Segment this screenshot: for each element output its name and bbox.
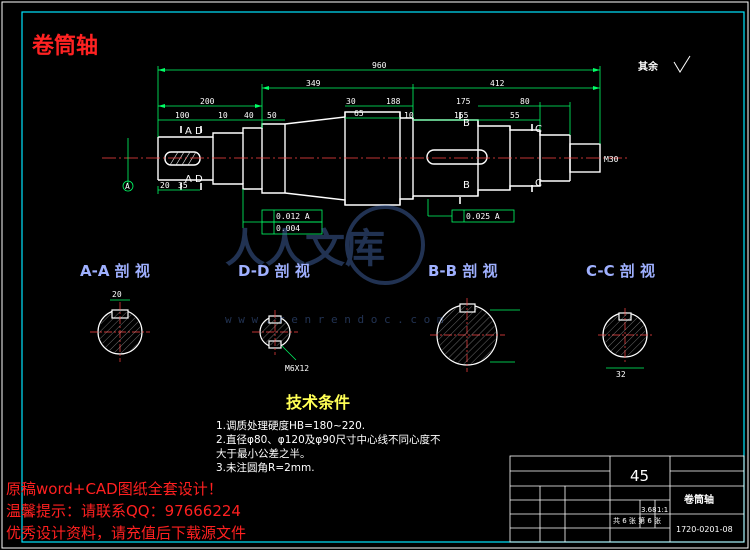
roughness-symbol (673, 55, 691, 73)
svg-text:C: C (535, 124, 542, 135)
cut-plane-marks (180, 112, 533, 204)
promo-line-2: 温馨提示：请联系QQ：97666224 (6, 502, 241, 520)
dim-m30: M30 (604, 155, 619, 164)
svg-text:C: C (535, 178, 542, 189)
dim-200: 200 (200, 97, 215, 106)
inner-frame (21, 11, 745, 543)
tolerance-1: 0.012 A (276, 212, 310, 221)
hatch-bb (438, 306, 496, 364)
tech-line-1: 1.调质处理硬度HB=180~220. (216, 420, 366, 432)
tolerance-2: 0.004 (276, 224, 300, 233)
svg-text:B: B (463, 118, 470, 129)
datum-letter: A (125, 182, 130, 191)
dim-65: 65 (354, 109, 364, 118)
dimension-arrows (158, 68, 600, 108)
dim-188: 188 (386, 97, 401, 106)
hatch-cc (604, 314, 646, 356)
section-label-aa: A-A 剖 视 (80, 262, 150, 280)
svg-text:A: A (185, 126, 192, 137)
drawing-title: 卷筒轴 (32, 34, 99, 59)
dim-35: 35 (178, 181, 188, 190)
svg-text:D: D (195, 126, 203, 137)
dim-30: 30 (346, 97, 356, 106)
tech-line-4: 3.未注圆角R=2mm. (216, 462, 315, 474)
dim-100: 100 (175, 111, 190, 120)
section-label-dd: D-D 剖 视 (238, 262, 310, 280)
promo-line-3: 优秀设计资料，请充值后下载源文件 (6, 524, 247, 542)
tolerance-frames (261, 209, 515, 235)
dimension-text: 960 349 412 200 100 10 40 50 30 65 188 1… (125, 61, 619, 233)
shaft-main-view (157, 111, 601, 206)
title-block-drawing-no: 1720-0201-08 (676, 525, 733, 534)
dim-155: 155 (454, 111, 469, 120)
hatch-dd (261, 318, 289, 346)
dimension-lines (127, 66, 601, 228)
dim-20: 20 (160, 181, 170, 190)
tech-line-3: 大于最小公差之半。 (216, 448, 311, 460)
promo-line-1: 原稿word+CAD图纸全套设计！ (6, 480, 223, 498)
section-label-cc: C-C 剖 视 (586, 262, 656, 280)
watermark: 人人文库 w w w . r e n r e n d o c . c o m (225, 205, 444, 326)
dim-349: 349 (306, 79, 321, 88)
dim-412: 412 (490, 79, 505, 88)
title-block-number: 45 (630, 467, 649, 485)
dim-10b: 10 (404, 111, 414, 120)
watermark-logo: 人人文库 (225, 226, 385, 272)
title-block-ratio: 1:1 (657, 506, 668, 514)
dim-55: 55 (510, 111, 520, 120)
dim-80: 80 (520, 97, 530, 106)
title-block-sheets: 共 6 张 第 6 张 (613, 516, 661, 525)
dim-175: 175 (456, 97, 471, 106)
dim-50: 50 (267, 111, 277, 120)
tech-line-2: 2.直径φ80、φ120及φ90尺寸中心线不同心度不 (216, 434, 441, 446)
dd-thread-dim: M6X12 (285, 364, 309, 373)
dim-overall: 960 (372, 61, 387, 70)
dim-40: 40 (244, 111, 254, 120)
title-block-part-name: 卷筒轴 (683, 493, 714, 506)
datum-symbol (122, 180, 134, 192)
dim-10: 10 (218, 111, 228, 120)
section-letters: A D A D B B C C (185, 118, 542, 191)
svg-text:B: B (463, 180, 470, 191)
hatch-aa (99, 311, 141, 353)
cc-dim: 32 (616, 370, 626, 379)
tech-conditions-title: 技术条件 (286, 393, 351, 412)
title-block (509, 455, 745, 543)
svg-text:A: A (185, 174, 192, 185)
title-block-weight: 3.68 (641, 506, 657, 514)
roughness-note: 其余 (638, 60, 659, 73)
section-label-bb: B-B 剖 视 (428, 262, 498, 280)
watermark-url: w w w . r e n r e n d o c . c o m (225, 313, 444, 326)
aa-width-dim: 20 (112, 290, 122, 299)
tolerance-3: 0.025 A (466, 212, 500, 221)
svg-text:D: D (195, 174, 203, 185)
